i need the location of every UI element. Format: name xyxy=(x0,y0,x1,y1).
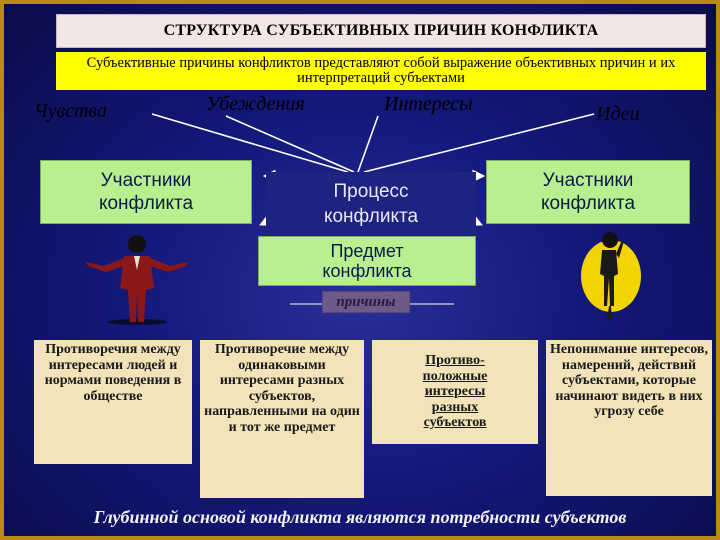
footer-text: Глубинной основой конфликта являются пот… xyxy=(93,506,627,527)
cause-box-2: Противоречие между одинаковыми интересам… xyxy=(200,340,364,498)
line-feelings xyxy=(151,113,349,173)
participants-left-label: Участники конфликта xyxy=(98,170,194,214)
process-box: Процесс конфликта xyxy=(266,172,476,236)
cause-box-4: Непонимание интересов, намерений, действ… xyxy=(546,340,712,496)
line-interests xyxy=(357,115,379,173)
word-ideas: Идеи xyxy=(596,103,640,125)
cause-box-3: Противо-положные интересы разных субъект… xyxy=(372,340,538,444)
woman-figure-icon xyxy=(581,232,641,320)
word-feelings: Чувства xyxy=(34,100,107,122)
line-ideas xyxy=(363,113,595,173)
participants-right-label: Участники конфликта xyxy=(540,170,636,214)
word-beliefs: Убеждения xyxy=(206,93,305,115)
cause-box-1: Противоречия между интересами людей и но… xyxy=(34,340,192,464)
process-label: Процесс конфликта xyxy=(323,181,419,227)
word-interests: Интересы xyxy=(384,93,473,115)
subject-label: Предмет конфликта xyxy=(322,241,412,281)
page-title: СТРУКТУРА СУБЪЕКТИВНЫХ ПРИЧИН КОНФЛИКТА xyxy=(56,14,706,48)
participants-left-box: Участники конфликта xyxy=(40,160,252,224)
cause-box-3-label: Противо-положные интересы разных субъект… xyxy=(422,353,488,431)
man-figure-icon xyxy=(86,235,188,325)
subtitle-box: Субъективные причины конфликтов представ… xyxy=(56,52,706,90)
subject-box: Предмет конфликта xyxy=(258,236,476,286)
participants-right-box: Участники конфликта xyxy=(486,160,690,224)
causes-label: причины xyxy=(322,291,410,313)
slide: СТРУКТУРА СУБЪЕКТИВНЫХ ПРИЧИН КОНФЛИКТА … xyxy=(4,4,716,536)
line-beliefs xyxy=(225,115,355,173)
